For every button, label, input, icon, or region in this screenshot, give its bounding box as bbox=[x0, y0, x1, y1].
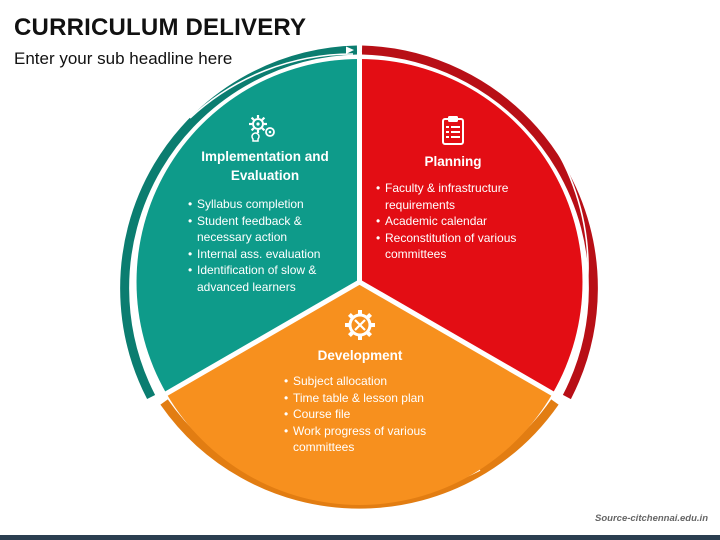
ring-arc-planning bbox=[361, 45, 598, 400]
arrow-to-planning bbox=[189, 53, 354, 119]
gears-lightbulb-icon bbox=[247, 113, 281, 148]
list-item: Syllabus completion bbox=[188, 196, 358, 213]
page-title: CURRICULUM DELIVERY bbox=[14, 14, 307, 41]
list-item: Work progress of various committees bbox=[284, 423, 459, 456]
gear-tools-icon bbox=[343, 308, 377, 347]
clipboard-checklist-icon bbox=[441, 115, 465, 150]
list-item: Subject allocation bbox=[284, 373, 459, 390]
list-item: Identification of slow & advanced learne… bbox=[188, 262, 358, 295]
source-credit: Source-citchennai.edu.in bbox=[595, 513, 708, 524]
list-item: Student feedback & necessary action bbox=[188, 213, 358, 246]
development-title: Development bbox=[317, 348, 403, 363]
page-subtitle: Enter your sub headline here bbox=[14, 49, 233, 68]
arrowhead-top bbox=[346, 46, 354, 54]
list-item: Time table & lesson plan bbox=[284, 390, 459, 407]
arrow-to-development bbox=[547, 135, 589, 385]
development-bullets: Subject allocation Time table & lesson p… bbox=[284, 373, 459, 456]
list-item: Faculty & infrastructure requirements bbox=[376, 180, 536, 213]
implementation-bullets: Syllabus completion Student feedback & n… bbox=[188, 196, 358, 295]
list-item: Internal ass. evaluation bbox=[188, 246, 358, 263]
planning-bullets: Faculty & infrastructure requirements Ac… bbox=[376, 180, 536, 263]
list-item: Course file bbox=[284, 406, 459, 423]
list-item: Academic calendar bbox=[376, 213, 536, 230]
list-item: Reconstitution of various committees bbox=[376, 230, 536, 263]
bottom-bar bbox=[0, 535, 720, 540]
planning-title: Planning bbox=[424, 154, 482, 169]
implementation-title: Implementation and Evaluation bbox=[201, 149, 329, 183]
divider-left bbox=[159, 279, 361, 400]
divider-right bbox=[358, 279, 560, 400]
